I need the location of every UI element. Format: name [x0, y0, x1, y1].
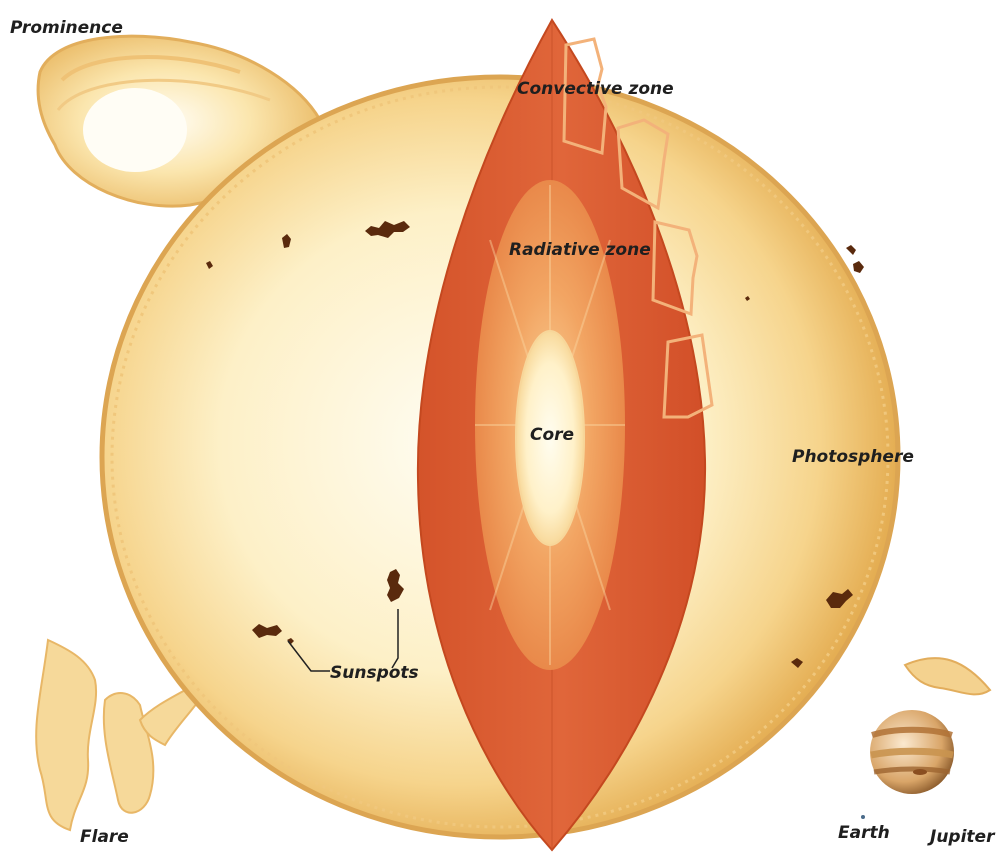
label-radiative-zone-line2: zone: [606, 240, 651, 260]
label-radiative-zone: Radiative zone: [509, 239, 629, 262]
label-core: Core: [530, 424, 574, 447]
label-convective-zone-line1: Convective: [517, 79, 623, 99]
earth-dot-icon: [861, 815, 865, 819]
label-prominence: Prominence: [10, 17, 123, 40]
jupiter-planet-icon: [870, 710, 954, 794]
sunspot: [846, 245, 856, 255]
label-photosphere: Photosphere: [792, 446, 914, 469]
label-flare: Flare: [80, 826, 129, 849]
label-earth: Earth: [838, 822, 890, 845]
label-jupiter: Jupiter: [930, 826, 994, 849]
label-convective-zone-line2: zone: [628, 79, 673, 99]
sunspot: [853, 261, 864, 273]
right-loop-illustration: [905, 658, 990, 694]
label-sunspots: Sunspots: [330, 662, 419, 685]
label-convective-zone: Convective zone: [517, 78, 637, 101]
label-radiative-zone-line1: Radiative: [509, 240, 600, 260]
